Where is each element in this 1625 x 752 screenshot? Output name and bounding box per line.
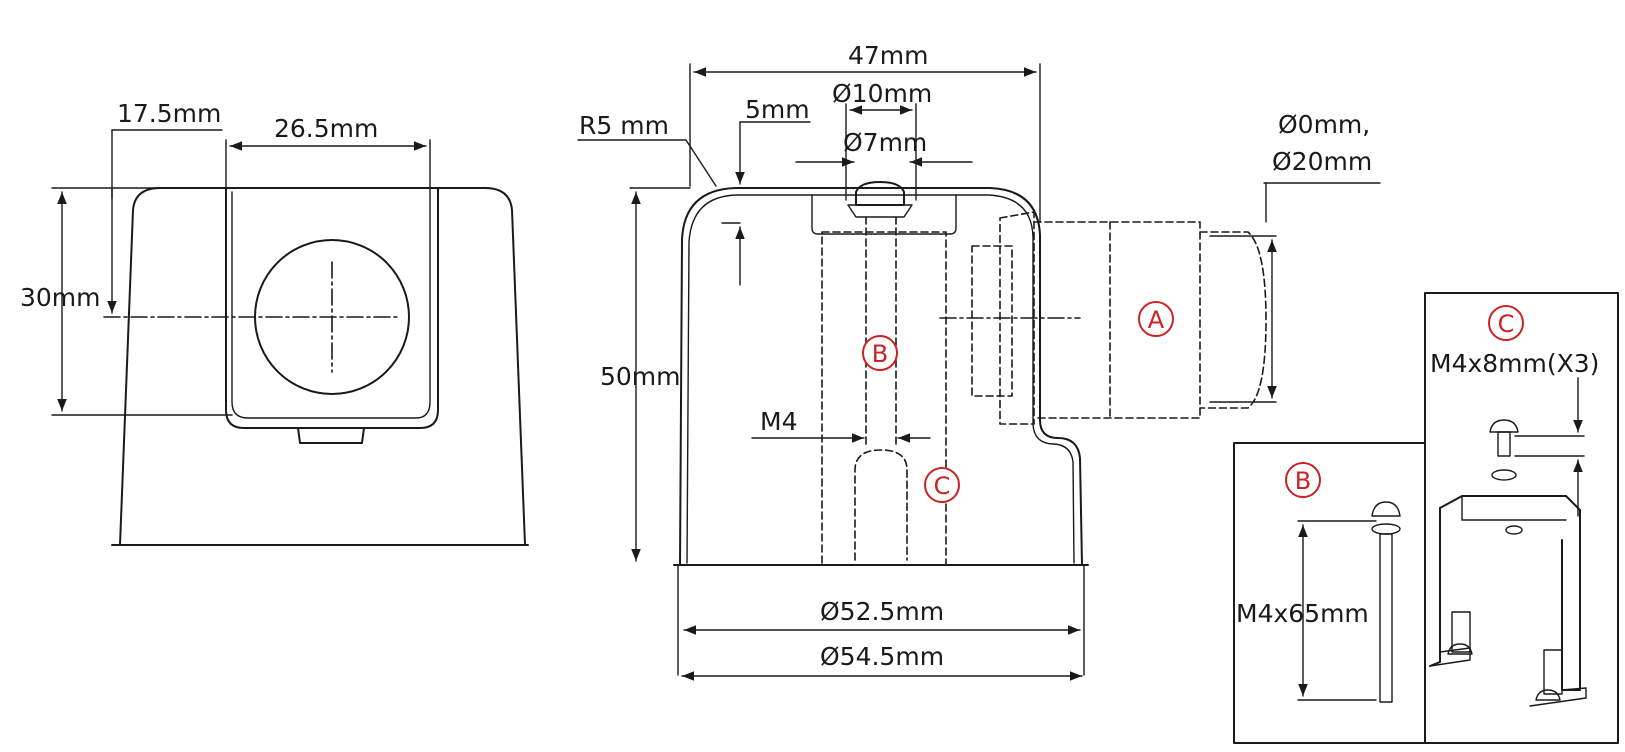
side-view: 47mm Ø10mm 5mm Ø7mm R5 mm 50mm M4 Ø52.5m…	[577, 41, 1381, 681]
side-hidden-nut	[999, 211, 1035, 425]
bolt-b-washer	[1371, 523, 1401, 535]
label-26-5mm: 26.5mm	[274, 114, 378, 143]
bolt-b-head	[1371, 501, 1401, 517]
bracket-top-fold	[1461, 495, 1567, 521]
side-hidden-bracket	[821, 231, 947, 566]
callout-b-circle	[862, 335, 898, 371]
inset-c-callout: C	[1498, 310, 1515, 338]
bracket-top	[1439, 495, 1581, 541]
side-body-outer	[679, 187, 1083, 566]
front-tab	[297, 427, 365, 444]
side-screw-head	[855, 181, 905, 206]
side-hidden-nut-left	[971, 245, 1013, 397]
front-window-inner	[231, 191, 431, 419]
bracket-right-screw	[1535, 689, 1561, 701]
inset-c: C M4x8mm(X3)	[1424, 292, 1619, 744]
callout-c-circle	[924, 467, 960, 503]
label-50mm: 50mm	[600, 362, 681, 391]
side-hidden-slot	[854, 449, 908, 561]
side-hidden-gland-cap	[1199, 231, 1267, 409]
callout-a: A	[1148, 306, 1165, 334]
bracket-right-leg	[1561, 539, 1581, 691]
inset-b-callout: B	[1295, 467, 1311, 495]
label-47mm: 47mm	[848, 41, 929, 70]
inset-c-spec: M4x8mm(X3)	[1430, 349, 1599, 378]
callout-a-circle	[1138, 301, 1174, 337]
label-m4: M4	[760, 407, 797, 436]
front-body-outline	[119, 187, 526, 546]
bracket-left-leg	[1429, 507, 1441, 667]
screw-c-washer	[1491, 469, 1517, 481]
label-radius: R5 mm	[579, 111, 669, 140]
bolt-b-shaft	[1379, 533, 1393, 703]
side-body-inner	[686, 194, 1075, 564]
inset-b-frame	[1233, 442, 1426, 744]
side-hidden-gland-body	[1033, 221, 1201, 419]
bracket-left-screw	[1447, 643, 1473, 655]
label-gland-line1: Ø0mm,	[1278, 110, 1370, 139]
label-bore-inner: Ø7mm	[843, 128, 927, 157]
label-base-outer: Ø54.5mm	[820, 642, 944, 671]
screw-c-shaft	[1497, 431, 1511, 457]
screw-c-head	[1489, 419, 1519, 433]
side-screw-washer	[847, 204, 913, 218]
callout-c: C	[934, 472, 951, 500]
label-bore-outer: Ø10mm	[832, 79, 932, 108]
label-base-inner: Ø52.5mm	[820, 597, 944, 626]
label-30mm: 30mm	[20, 283, 101, 312]
front-view: 17.5mm 26.5mm 30mm	[20, 99, 529, 546]
label-gland-line2: Ø20mm	[1272, 147, 1372, 176]
inset-b: B M4x65mm	[1233, 442, 1426, 744]
label-17-5mm: 17.5mm	[117, 99, 221, 128]
side-top-recess	[811, 194, 957, 235]
inset-c-callout-circle	[1488, 305, 1524, 341]
front-window-outer	[225, 187, 439, 429]
bracket-right-slot	[1543, 649, 1563, 695]
inset-b-spec: M4x65mm	[1236, 599, 1369, 628]
callout-b: B	[872, 340, 888, 368]
bracket-right-foot	[1529, 687, 1587, 707]
bracket-top-hole	[1505, 525, 1523, 535]
bracket-left-slot	[1451, 611, 1471, 653]
label-5mm: 5mm	[745, 95, 810, 124]
inset-c-frame	[1424, 292, 1619, 744]
radius-leader	[577, 139, 717, 187]
inset-b-callout-circle	[1285, 462, 1321, 498]
